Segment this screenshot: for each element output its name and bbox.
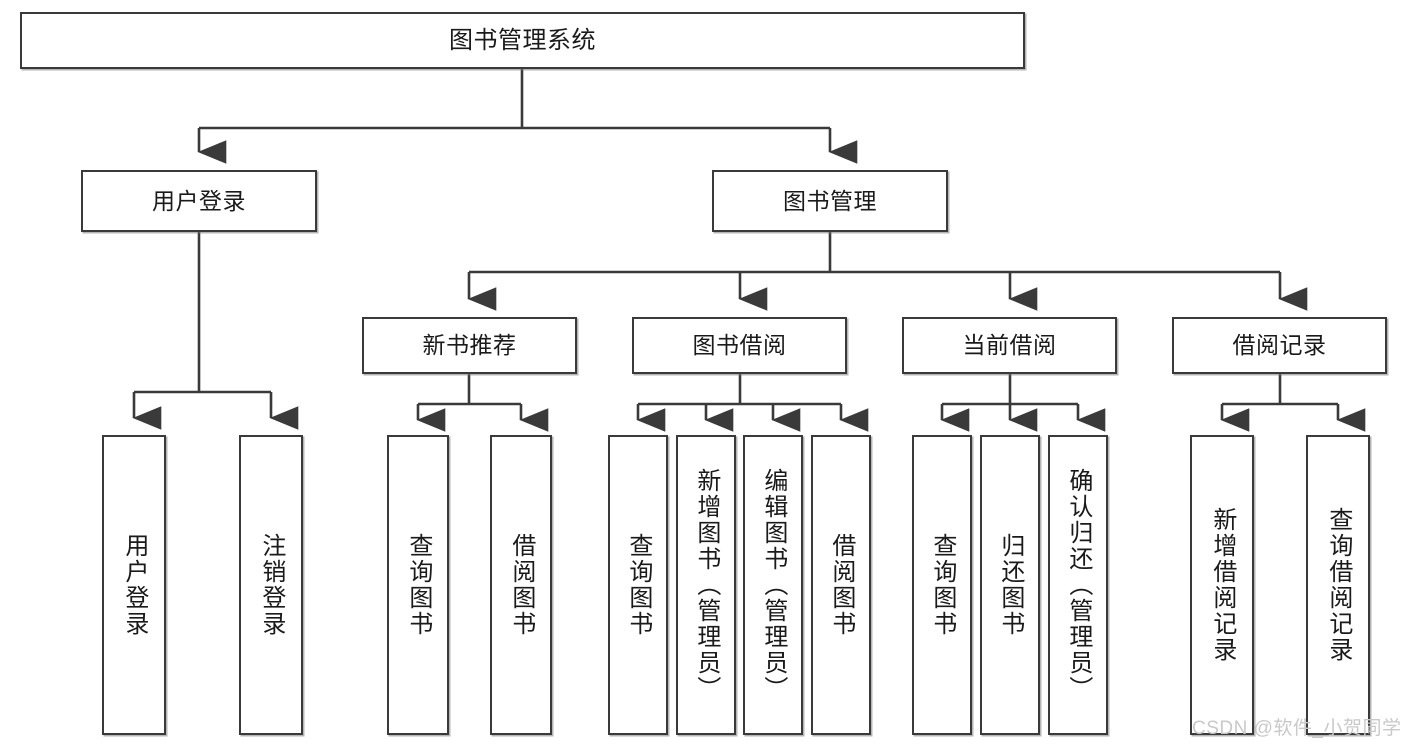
node-label: 新增图书（管理员）: [692, 468, 720, 702]
node-label: 借阅图书: [507, 533, 535, 637]
leaf-query-borrow-record[interactable]: 查询借阅记录: [1306, 435, 1370, 735]
node-label: 查询借阅记录: [1324, 507, 1352, 663]
node-label: 归还图书: [996, 533, 1024, 637]
leaf-borrow-book-newbook[interactable]: 借阅图书: [490, 435, 552, 735]
leaf-query-book-borrow[interactable]: 查询图书: [608, 435, 668, 735]
leaf-add-borrow-record[interactable]: 新增借阅记录: [1190, 435, 1254, 735]
node-borrow-record[interactable]: 借阅记录: [1172, 317, 1387, 374]
node-label: 查询图书: [624, 533, 652, 637]
node-current-borrow[interactable]: 当前借阅: [902, 317, 1117, 374]
node-label: 借阅图书: [827, 533, 855, 637]
leaf-return-book[interactable]: 归还图书: [980, 435, 1040, 735]
node-label: 注销登录: [257, 533, 285, 637]
node-label: 新增借阅记录: [1208, 507, 1236, 663]
node-root-system[interactable]: 图书管理系统: [20, 12, 1025, 69]
node-label: 当前借阅: [962, 332, 1057, 359]
node-label: 确认归还（管理员）: [1064, 468, 1092, 702]
node-label: 查询图书: [404, 533, 432, 637]
leaf-edit-book-admin[interactable]: 编辑图书（管理员）: [743, 435, 803, 735]
csdn-watermark: CSDN @软件_小贺同学: [1192, 718, 1402, 739]
leaf-query-book-newbook[interactable]: 查询图书: [387, 435, 449, 735]
node-label: 图书借阅: [692, 332, 787, 359]
leaf-confirm-return-admin[interactable]: 确认归还（管理员）: [1048, 435, 1108, 735]
node-label: 图书管理: [783, 187, 877, 214]
node-label: 查询图书: [928, 533, 956, 637]
node-label: 借阅记录: [1232, 332, 1327, 359]
leaf-logout-login[interactable]: 注销登录: [239, 435, 303, 735]
leaf-user-login[interactable]: 用户登录: [102, 435, 166, 735]
node-label: 编辑图书（管理员）: [759, 468, 787, 702]
node-book-borrow[interactable]: 图书借阅: [632, 317, 847, 374]
node-label: 新书推荐: [422, 332, 517, 359]
leaf-add-book-admin[interactable]: 新增图书（管理员）: [676, 435, 736, 735]
leaf-borrow-book[interactable]: 借阅图书: [811, 435, 871, 735]
node-user-login[interactable]: 用户登录: [81, 170, 317, 232]
node-book-management[interactable]: 图书管理: [712, 170, 948, 232]
leaf-query-book-current[interactable]: 查询图书: [912, 435, 972, 735]
node-label: 图书管理系统: [449, 26, 596, 54]
node-label: 用户登录: [152, 187, 246, 214]
node-new-book-recommend[interactable]: 新书推荐: [362, 317, 577, 374]
node-label: 用户登录: [120, 533, 148, 637]
